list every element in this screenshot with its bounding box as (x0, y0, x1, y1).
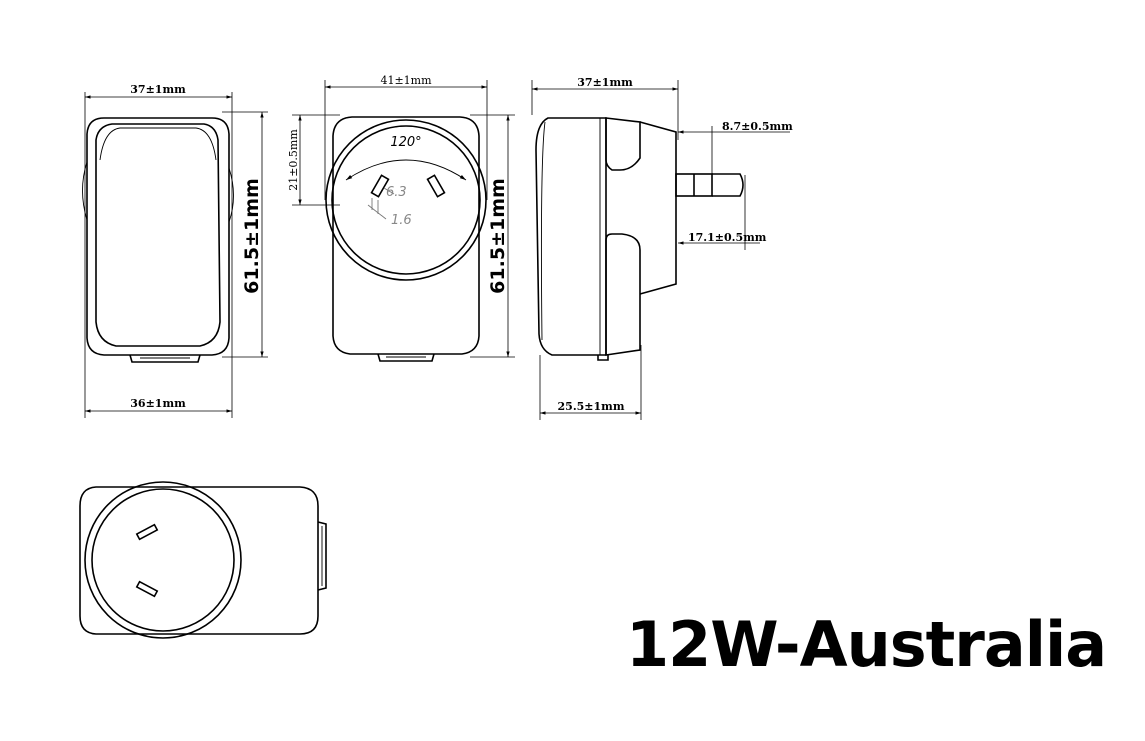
side-view: 37±1mm 8.7±0.5mm 17.1±0.5mm 25.5±1mm (531, 76, 793, 420)
bottom-slot-upper (135, 523, 159, 541)
bottom-socket-outer (84, 481, 242, 639)
socket-offset-label: 21±0.5mm (287, 129, 300, 191)
socket-view: 41±1mm 21±0.5mm 61.5±1mm 120° 6.3 1.6 (287, 74, 515, 362)
front-width-top-label: 37±1mm (130, 83, 186, 96)
socket-body-outline (332, 116, 480, 355)
side-depth-top-label: 37±1mm (577, 76, 633, 89)
front-body-outline (86, 117, 230, 356)
front-view: 37±1mm 61.5±1mm 36±1mm (82, 83, 268, 418)
side-pin-length-label: 8.7±0.5mm (722, 120, 793, 133)
socket-slot-right (426, 174, 446, 198)
socket-width-label: 41±1mm (380, 74, 432, 87)
socket-height-label: 61.5±1mm (487, 178, 509, 294)
bottom-view (79, 481, 327, 639)
pin-angle-label: 120° (390, 135, 421, 150)
socket-slot-left (370, 174, 390, 198)
socket-outer-ring (325, 119, 487, 281)
bottom-socket-inner (91, 488, 235, 632)
side-body-depth-label: 25.5±1mm (558, 400, 625, 413)
side-body-outline (535, 117, 607, 356)
front-face-panel (95, 123, 221, 347)
bottom-slot-lower (135, 580, 159, 598)
front-width-bottom-label: 36±1mm (130, 397, 186, 410)
pin-length-label: 6.3 (386, 185, 407, 200)
product-title: 12W-Australia (626, 608, 1107, 681)
socket-inner-ring (331, 125, 481, 275)
front-height-label: 61.5±1mm (241, 178, 263, 294)
bottom-body-outline (79, 486, 319, 635)
side-pin-spacing-label: 17.1±0.5mm (688, 231, 767, 244)
pin-width-label: 1.6 (391, 213, 412, 228)
side-plug-head (605, 117, 641, 171)
